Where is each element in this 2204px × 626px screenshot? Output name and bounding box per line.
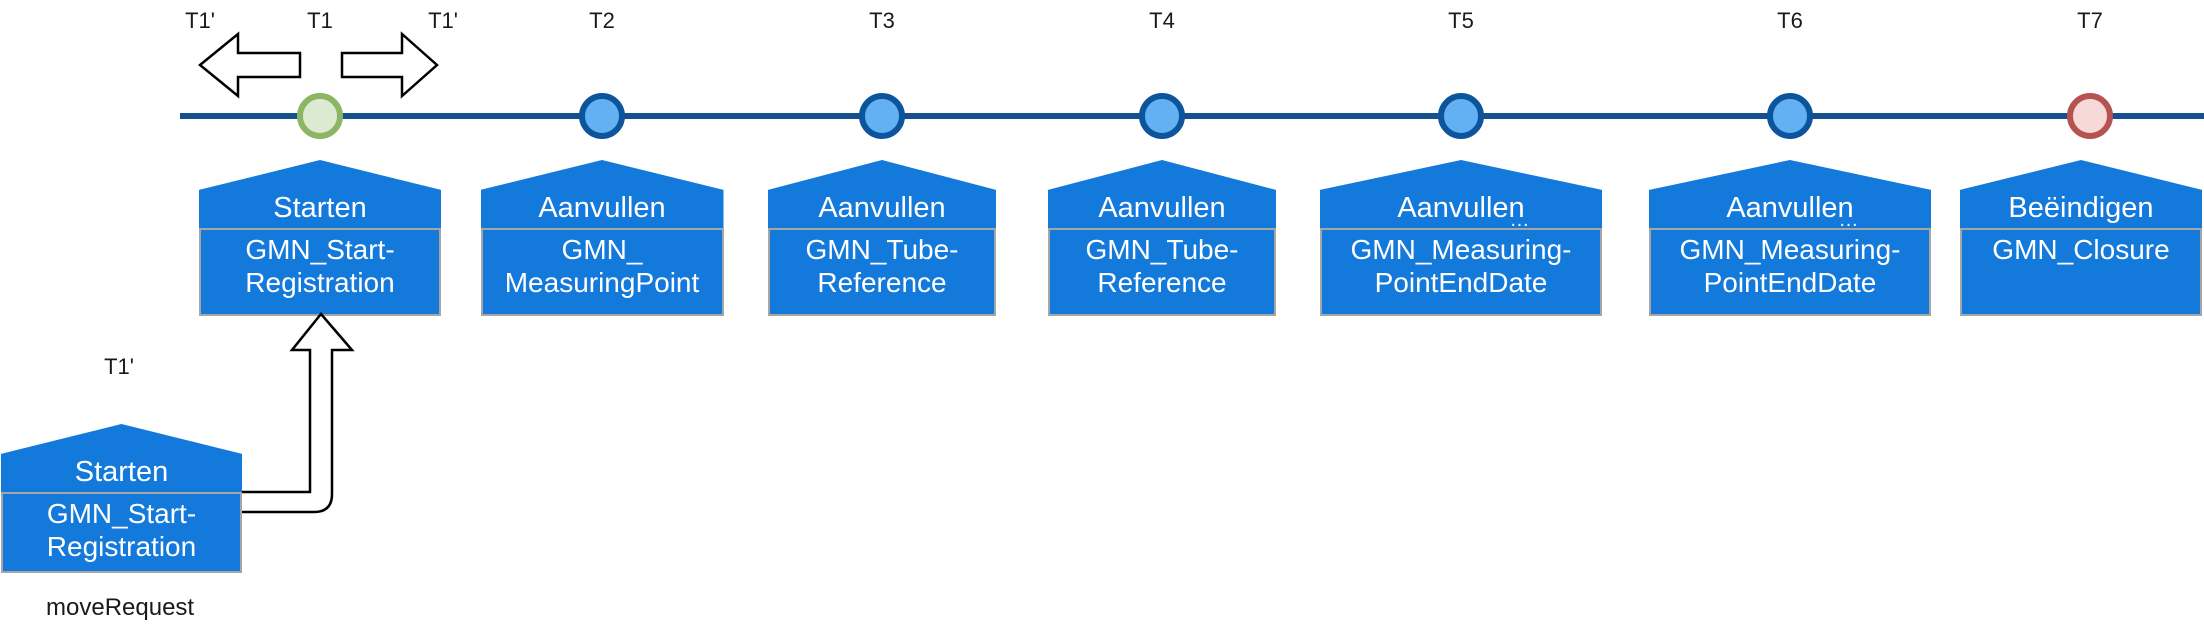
house: Aanvullen … GMN_Measuring- PointEndDate xyxy=(1320,160,1602,316)
house-roof: Beëindigen xyxy=(1960,160,2202,228)
house-roof-label: Aanvullen xyxy=(1098,192,1226,224)
timeline-line xyxy=(180,113,2204,119)
house-body: GMN_Measuring- PointEndDate xyxy=(1649,228,1931,316)
house: Aanvullen GMN_Tube- Reference xyxy=(768,160,996,316)
shift-label-right: T1' xyxy=(428,8,458,33)
house-body: GMN_Measuring- PointEndDate xyxy=(1320,228,1602,316)
house-body-line1: GMN_Tube- xyxy=(1085,234,1239,265)
house-body: GMN_ MeasuringPoint xyxy=(480,228,724,316)
house-body-line1: GMN_Closure xyxy=(1992,234,2170,265)
milestone-label: T2 xyxy=(589,8,615,33)
house: Aanvullen GMN_Tube- Reference xyxy=(1048,160,1276,316)
house-body-line1: GMN_Measuring- xyxy=(1679,234,1901,265)
house-body-line2: Registration xyxy=(46,531,197,562)
move-left-arrow-icon xyxy=(198,31,302,99)
house: Aanvullen GMN_ MeasuringPoint xyxy=(480,160,724,316)
ellipsis: … xyxy=(1509,209,1532,231)
house-body-line1: GMN_ xyxy=(561,234,643,265)
move-request-house: Starten GMN_Start- Registration xyxy=(1,424,242,573)
move-request-caption: moveRequest xyxy=(46,594,195,621)
milestone-label: T7 xyxy=(2077,8,2103,33)
house-roof-label: Starten xyxy=(74,456,169,488)
house-body: GMN_Start- Registration xyxy=(1,492,242,573)
house-body-line2: PointEndDate xyxy=(1703,267,1877,298)
milestone-label: T3 xyxy=(869,8,895,33)
house-body-line2: PointEndDate xyxy=(1374,267,1548,298)
house-body-line2: Reference xyxy=(817,267,947,298)
house-roof-label: Aanvullen xyxy=(1397,192,1525,224)
house-roof-label: Aanvullen xyxy=(538,192,666,224)
house-body: GMN_Closure xyxy=(1960,228,2202,316)
house-body-line2: MeasuringPoint xyxy=(504,267,700,298)
house-roof-label: Aanvullen xyxy=(1726,192,1854,224)
timeline-node xyxy=(297,93,343,139)
move-right-arrow-icon xyxy=(340,31,439,99)
ellipsis: … xyxy=(1838,209,1861,231)
timeline-node xyxy=(2067,93,2113,139)
house-body-line1: GMN_Measuring- xyxy=(1350,234,1572,265)
milestone-label: T1 xyxy=(307,8,333,33)
house-body-line1: GMN_Tube- xyxy=(805,234,959,265)
shift-label-left: T1' xyxy=(185,8,215,33)
move-box-label: T1' xyxy=(104,354,134,379)
house-body-line1: GMN_Start- xyxy=(46,498,197,529)
timeline-node xyxy=(859,93,905,139)
house: Beëindigen GMN_Closure xyxy=(1960,160,2202,316)
house-roof-label: Aanvullen xyxy=(818,192,946,224)
move-request-arrow-icon xyxy=(242,312,355,514)
milestone-label: T4 xyxy=(1149,8,1175,33)
house: Starten GMN_Start- Registration xyxy=(199,160,441,316)
house-body: GMN_Tube- Reference xyxy=(768,228,996,316)
house-body: GMN_Tube- Reference xyxy=(1048,228,1276,316)
house-body-line1: GMN_Start- xyxy=(245,234,395,265)
house: Aanvullen … GMN_Measuring- PointEndDate xyxy=(1649,160,1931,316)
house-roof-label: Beëindigen xyxy=(2008,192,2154,224)
timeline-node xyxy=(579,93,625,139)
house-body-line2: Registration xyxy=(245,267,395,298)
milestone-label: T6 xyxy=(1777,8,1803,33)
timeline-node xyxy=(1139,93,1185,139)
house-body-line2: Reference xyxy=(1097,267,1227,298)
house-body: GMN_Start- Registration xyxy=(199,228,441,316)
house-roof-label: Starten xyxy=(273,192,367,224)
timeline-node xyxy=(1767,93,1813,139)
timeline-node xyxy=(1438,93,1484,139)
milestone-label: T5 xyxy=(1448,8,1474,33)
